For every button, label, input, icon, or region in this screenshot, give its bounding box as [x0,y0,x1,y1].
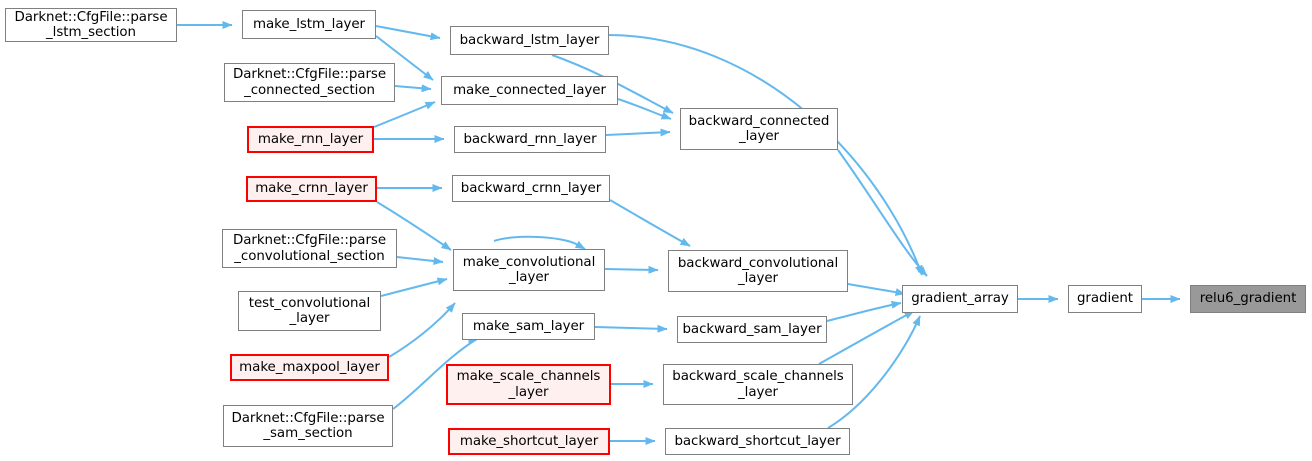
graph-edge-make_sam_layer-to-backward_sam_layer [594,324,668,333]
graph-node-make_lstm_layer[interactable]: make_lstm_layer [242,10,376,39]
graph-edge-backward_scale_channels_layer-to-gradient_array [818,310,915,365]
graph-node-make_sam_layer[interactable]: make_sam_layer [462,313,595,340]
graph-node-parse_sam_section[interactable]: Darknet::CfgFile::parse _sam_section [223,405,393,447]
graph-node-make_scale_channels_layer[interactable]: make_scale_channels _layer [446,364,611,405]
graph-node-backward_lstm_layer[interactable]: backward_lstm_layer [450,26,609,55]
graph-node-parse_lstm_section[interactable]: Darknet::CfgFile::parse _lstm_section [5,8,177,42]
graph-node-make_crnn_layer[interactable]: make_crnn_layer [246,176,377,202]
graph-node-backward_shortcut_layer[interactable]: backward_shortcut_layer [665,428,850,455]
graph-edge-make_maxpool_layer-to-make_convolutional_layer [388,302,456,358]
graph-node-backward_crnn_layer[interactable]: backward_crnn_layer [452,175,610,202]
graph-node-backward_rnn_layer[interactable]: backward_rnn_layer [454,126,606,153]
graph-edge-test_convolutional_layer-to-make_convolutional_layer [380,277,448,297]
graph-edge-backward_rnn_layer-to-backward_connected_layer [605,128,671,137]
graph-edge-parse_convolutional_section-to-make_convolutional_layer [396,256,444,265]
graph-edge-backward_convolutional_layer-to-gradient_array [847,283,906,296]
graph-edge-backward_sam_layer-to-gradient_array [826,300,902,322]
graph-node-make_rnn_layer[interactable]: make_rnn_layer [247,126,374,153]
graph-edge-backward_crnn_layer-to-backward_convolutional_layer [609,199,691,247]
graph-edge-parse_connected_section-to-make_connected_layer [394,84,432,93]
graph-node-backward_scale_channels_layer[interactable]: backward_scale_channels _layer [663,364,853,405]
graph-node-parse_convolutional_section[interactable]: Darknet::CfgFile::parse _convolutional_s… [222,229,397,268]
graph-node-gradient_array[interactable]: gradient_array [902,285,1018,313]
graph-edge-make_convolutional_layer-to-backward_convolutional_layer [604,265,659,274]
graph-edge-make_rnn_layer-to-make_connected_layer [373,101,436,128]
graph-node-make_maxpool_layer[interactable]: make_maxpool_layer [230,354,389,381]
graph-node-make_shortcut_layer[interactable]: make_shortcut_layer [448,428,610,455]
graph-node-relu6_gradient[interactable]: relu6_gradient [1190,285,1306,313]
graph-edge-make_lstm_layer-to-backward_lstm_layer [375,25,441,41]
graph-node-make_convolutional_layer[interactable]: make_convolutional _layer [453,249,605,291]
graph-node-make_connected_layer[interactable]: make_connected_layer [441,76,618,105]
graph-node-gradient[interactable]: gradient [1068,285,1142,313]
graph-node-test_convolutional_layer[interactable]: test_convolutional _layer [238,291,381,331]
graph-edge-make_convolutional_layer-to-make_convolutional_layer [493,235,586,250]
graph-node-parse_connected_section[interactable]: Darknet::CfgFile::parse _connected_secti… [224,63,395,102]
graph-node-backward_convolutional_layer[interactable]: backward_convolutional _layer [668,250,848,292]
graph-edge-backward_lstm_layer-to-gradient_array [608,34,923,276]
graph-node-backward_connected_layer[interactable]: backward_connected _layer [680,108,838,150]
graph-edge-make_connected_layer-to-backward_connected_layer [617,98,672,120]
graph-edge-backward_connected_layer-to-gradient_array [837,149,928,277]
graph-node-backward_sam_layer[interactable]: backward_sam_layer [677,316,827,343]
